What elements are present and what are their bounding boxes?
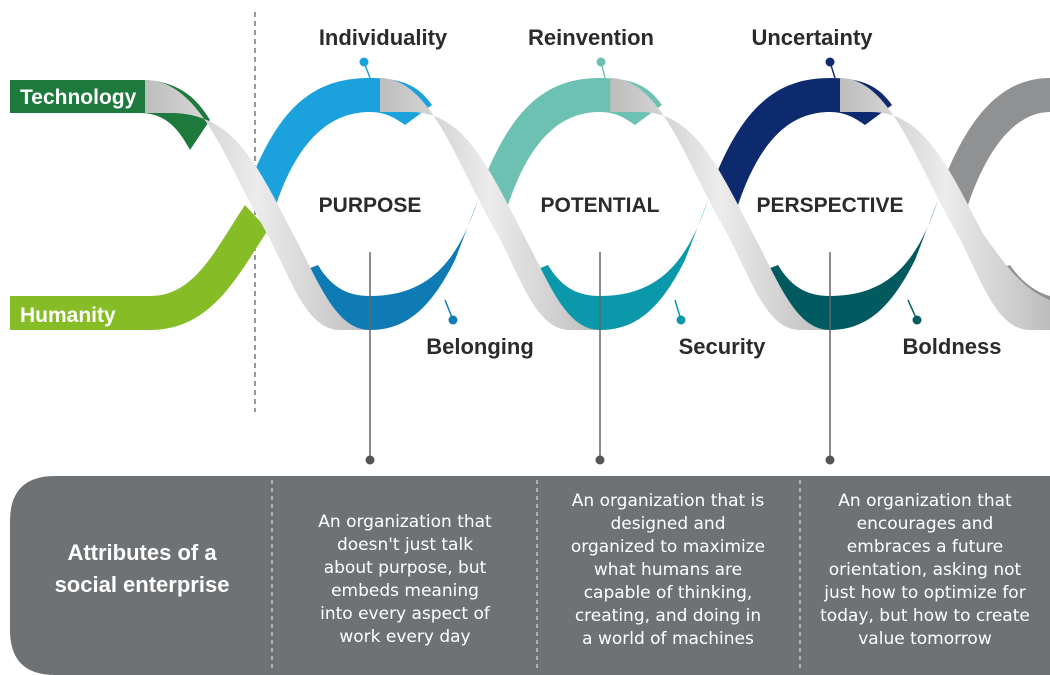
- boldness-pin: [912, 315, 922, 325]
- boldness-strand: [765, 200, 938, 330]
- center-label-perspective: PERSPECTIVE: [756, 194, 903, 217]
- humanity-tag: [10, 298, 140, 330]
- silver-ribbon-4: [840, 78, 1050, 330]
- belonging-strand: [305, 200, 478, 330]
- humanity-label: Humanity: [20, 304, 116, 327]
- purpose-description-line: about purpose, but: [324, 558, 487, 578]
- purpose-description-line: An organization that: [318, 512, 492, 532]
- uncertainty-pin: [825, 57, 835, 67]
- bottom-label-security: Security: [679, 334, 767, 359]
- perspective-description: An organization that encourages and embr…: [820, 491, 1030, 649]
- bottom-label-boldness: Boldness: [902, 334, 1001, 359]
- silver-ribbon-2: [380, 78, 600, 330]
- panel-title-line-1: Attributes of a: [67, 540, 217, 565]
- purpose-description-line: into every aspect of: [320, 604, 491, 624]
- potential-description-line: An organization that is: [572, 491, 765, 511]
- perspective-connector-dot: [825, 455, 835, 465]
- potential-description-line: organized to maximize: [571, 537, 765, 557]
- perspective-description-line: encourages and: [857, 514, 994, 534]
- perspective-description-line: orientation, asking not: [829, 560, 1022, 580]
- potential-description-line: a world of machines: [582, 629, 754, 649]
- top-label-reinvention: Reinvention: [528, 25, 654, 50]
- silver-ribbon-3: [610, 78, 830, 330]
- purpose-description-line: embeds meaning: [331, 581, 479, 601]
- belonging-pin: [448, 315, 458, 325]
- silver-ribbon-1: [145, 80, 370, 330]
- top-label-uncertainty: Uncertainty: [751, 25, 873, 50]
- security-strand: [535, 200, 708, 330]
- perspective-description-line: just how to optimize for: [823, 583, 1025, 603]
- technology-label: Technology: [20, 86, 137, 109]
- potential-description-line: creating, and doing in: [575, 606, 761, 626]
- purpose-description-line: work every day: [339, 627, 470, 647]
- perspective-description-line: An organization that: [838, 491, 1012, 511]
- reinvention-pin: [596, 57, 606, 67]
- perspective-description-line: value tomorrow: [858, 629, 992, 649]
- gray-strand-right: [948, 78, 1050, 205]
- security-pin: [676, 315, 686, 325]
- center-label-potential: POTENTIAL: [541, 194, 660, 217]
- potential-connector-dot: [595, 455, 605, 465]
- attributes-panel: [10, 476, 1050, 675]
- potential-description-line: designed and: [610, 514, 725, 534]
- purpose-connector-dot: [365, 455, 375, 465]
- center-label-purpose: PURPOSE: [319, 194, 422, 217]
- perspective-description-line: embraces a future: [847, 537, 1003, 557]
- bottom-label-belonging: Belonging: [426, 334, 534, 359]
- potential-description-line: what humans are: [594, 560, 742, 580]
- technology-tag: [10, 80, 140, 113]
- individuality-pin: [359, 57, 369, 67]
- perspective-description-line: today, but how to create: [820, 606, 1030, 626]
- purpose-description-line: doesn't just talk: [337, 535, 473, 555]
- purpose-description: An organization that doesn't just talk a…: [318, 512, 492, 647]
- top-label-individuality: Individuality: [319, 25, 448, 50]
- panel-title-line-2: social enterprise: [55, 572, 230, 597]
- potential-description: An organization that is designed and org…: [571, 491, 765, 649]
- potential-description-line: capable of thinking,: [584, 583, 753, 603]
